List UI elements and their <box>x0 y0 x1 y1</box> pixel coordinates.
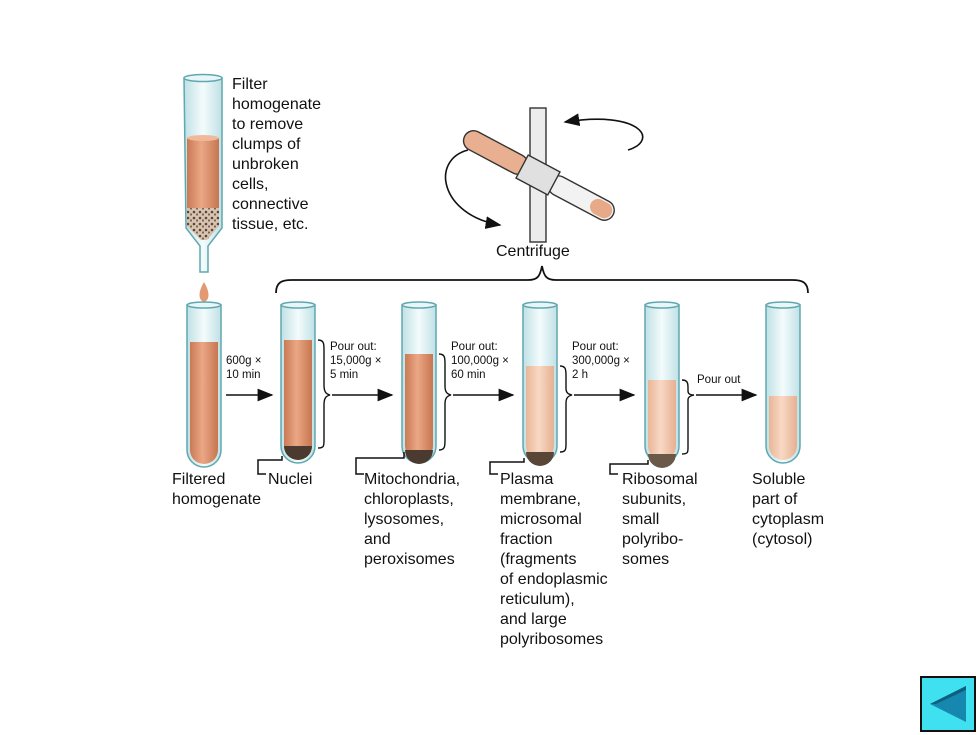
brace-1 <box>317 339 331 449</box>
centrifuge-icon <box>444 107 644 243</box>
label-nuclei: Nuclei <box>268 471 313 488</box>
brace-4 <box>681 379 695 455</box>
pellet-bracket-nuclei <box>257 456 283 475</box>
tube-plasma-membrane <box>522 301 558 466</box>
tube-mitochondria <box>401 301 437 464</box>
label-filtered-homogenate: Filtered homogenate <box>172 471 261 508</box>
step-condition-1: 600g × 10 min <box>226 355 262 381</box>
tube-filtered-homogenate <box>186 301 222 468</box>
filter-caption: Filter homogenate to remove clumps of un… <box>232 76 321 233</box>
tube-cytosol <box>765 301 801 464</box>
brace-3 <box>559 365 573 453</box>
step-condition-2: Pour out: 15,000g × 5 min <box>330 341 382 381</box>
pellet-bracket-plasma <box>489 458 525 475</box>
filter-tube <box>183 73 223 273</box>
pellet-bracket-mito <box>355 452 405 475</box>
pellet-bracket-ribo <box>609 460 649 475</box>
step-condition-3: Pour out: 100,000g × 60 min <box>451 341 509 381</box>
step-condition-5: Pour out <box>697 374 741 386</box>
tube-nuclei <box>280 301 316 464</box>
triangle-left-icon <box>930 686 966 722</box>
brace-2 <box>438 353 452 451</box>
step-condition-4: Pour out: 300,000g × 2 h <box>572 341 630 381</box>
label-mitochondria: Mitochondria, chloroplasts, lysosomes, a… <box>364 471 461 568</box>
label-plasma-membrane: Plasma membrane, microsomal fraction (fr… <box>500 471 608 648</box>
back-button[interactable] <box>920 676 976 732</box>
tube-ribosomal <box>644 301 680 468</box>
label-cytosol: Soluble part of cytoplasm (cytosol) <box>752 471 825 548</box>
label-ribosomal: Ribosomal subunits, small polyribo- some… <box>622 471 698 568</box>
centrifuge-brace <box>275 265 809 294</box>
drop-icon <box>199 282 209 302</box>
centrifuge-label: Centrifuge <box>496 243 570 260</box>
